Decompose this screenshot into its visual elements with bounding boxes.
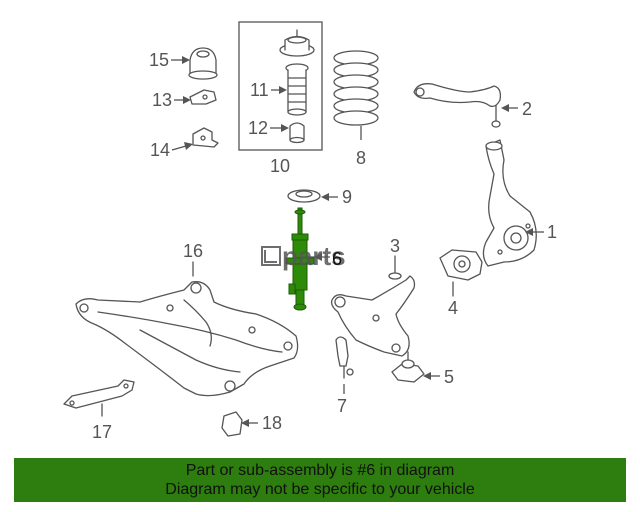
part-10-upper-mount[interactable] — [279, 29, 315, 57]
part-11-dust-boot[interactable] — [285, 63, 309, 116]
info-banner: Part or sub-assembly is #6 in diagram Di… — [14, 458, 626, 502]
callout-1[interactable]: 1 — [525, 222, 557, 242]
part-12-bump-stop[interactable] — [289, 122, 305, 144]
callout-4[interactable]: 4 — [448, 298, 458, 318]
callout-label: 3 — [390, 236, 400, 256]
watermark-logo: parts — [261, 241, 346, 271]
callout-13[interactable]: 13 — [152, 90, 191, 110]
banner-line-2: Diagram may not be specific to your vehi… — [165, 481, 475, 498]
callout-14[interactable]: 14 — [150, 140, 193, 160]
callout-12[interactable]: 12 — [248, 118, 289, 138]
callout-label: 11 — [250, 80, 269, 100]
callout-label: 17 — [92, 422, 112, 442]
part-2-upper-arm[interactable] — [413, 83, 502, 128]
part-9-strut-mount[interactable] — [287, 189, 321, 203]
callout-label: 16 — [183, 241, 203, 261]
callout-label: 15 — [149, 50, 169, 70]
callout-18[interactable]: 18 — [241, 413, 282, 433]
callout-label: 1 — [547, 222, 557, 242]
callout-17[interactable]: 17 — [92, 422, 112, 442]
part-18-block[interactable] — [221, 411, 243, 437]
part-1-knuckle[interactable] — [482, 139, 537, 267]
callout-16[interactable]: 16 — [183, 241, 203, 261]
callout-label: 8 — [356, 148, 366, 168]
callout-label: 10 — [270, 156, 290, 176]
callout-label: 4 — [448, 298, 458, 318]
callout-label: 14 — [150, 140, 170, 160]
callout-label: 5 — [444, 367, 454, 387]
part-5-ball-joint[interactable] — [391, 351, 425, 383]
part-8-coil-spring[interactable] — [333, 50, 379, 140]
callout-5[interactable]: 5 — [423, 367, 454, 387]
callout-label: 13 — [152, 90, 172, 110]
callout-label: 9 — [342, 187, 352, 207]
watermark-logo-mark — [261, 246, 281, 266]
part-16-subframe[interactable] — [75, 261, 299, 397]
banner-line-1: Part or sub-assembly is #6 in diagram — [185, 462, 455, 479]
callout-7[interactable]: 7 — [337, 384, 347, 416]
callout-label: 18 — [262, 413, 282, 433]
part-13-bracket[interactable] — [189, 89, 217, 105]
part-7-link[interactable] — [335, 336, 354, 379]
callout-label: 12 — [248, 118, 268, 138]
exploded-parts-diagram: 15 13 14 11 — [63, 21, 557, 442]
callout-15[interactable]: 15 — [149, 50, 190, 70]
watermark-text: parts — [282, 241, 346, 271]
callout-label: 6 — [332, 249, 342, 269]
part-14-bracket[interactable] — [192, 127, 219, 148]
callout-10[interactable]: 10 — [270, 156, 290, 176]
callout-2[interactable]: 2 — [501, 99, 532, 119]
part-6-strut-highlighted[interactable] — [285, 207, 315, 311]
part-4-bushing[interactable] — [439, 249, 483, 297]
callout-3[interactable]: 3 — [390, 236, 400, 256]
callout-8[interactable]: 8 — [356, 148, 366, 168]
part-3-lower-arm[interactable] — [330, 255, 416, 357]
part-17-brace[interactable] — [63, 379, 135, 417]
callout-label: 7 — [337, 396, 347, 416]
assembly-group-box — [238, 21, 323, 151]
callout-9[interactable]: 9 — [321, 187, 352, 207]
callout-label: 2 — [522, 99, 532, 119]
callout-6[interactable]: 6 — [300, 249, 342, 269]
part-15-bump-cap[interactable] — [188, 47, 218, 80]
callout-11[interactable]: 11 — [250, 80, 287, 100]
